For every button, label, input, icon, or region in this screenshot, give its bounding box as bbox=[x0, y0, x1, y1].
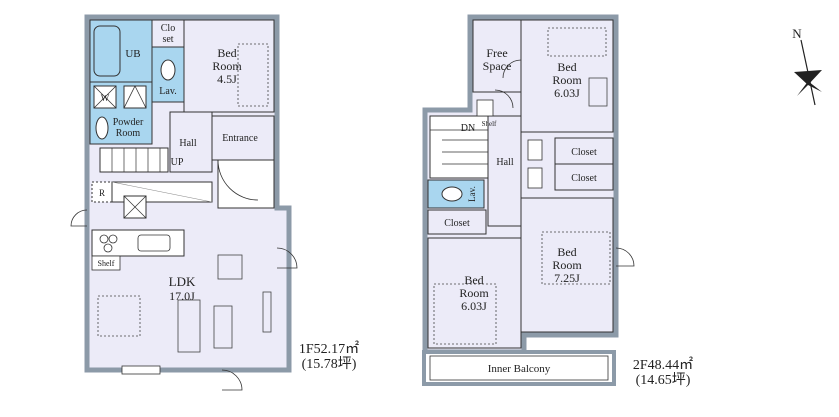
lav-2f-label: Lav. bbox=[467, 186, 477, 202]
shelf-1f-label: Shelf bbox=[98, 259, 115, 268]
powder-label-1: Powder bbox=[113, 117, 144, 128]
powder-label-2: Room bbox=[116, 128, 141, 139]
entrance-step bbox=[217, 159, 275, 209]
ldk-size: 17.0J bbox=[169, 289, 195, 303]
sink-icon bbox=[95, 116, 109, 140]
bed-s-label-1: Bed bbox=[464, 273, 483, 287]
lav-1f-label: Lav. bbox=[159, 86, 176, 97]
shelf-2f bbox=[476, 99, 494, 117]
closet-2f-b bbox=[554, 163, 614, 191]
bedroom-s bbox=[427, 237, 522, 349]
hall-1f bbox=[169, 111, 213, 173]
window-ldk bbox=[121, 365, 161, 375]
hall-2f-label: Hall bbox=[496, 157, 513, 168]
bedroom-1f-label-1: Bed bbox=[217, 46, 236, 60]
bedroom-e bbox=[520, 197, 614, 333]
dining-table bbox=[97, 295, 141, 337]
bed-icon bbox=[237, 43, 269, 107]
hall-2f bbox=[487, 115, 522, 227]
bed-ne-icon bbox=[547, 27, 607, 57]
toilet-2f-icon bbox=[441, 186, 463, 202]
free-space bbox=[472, 19, 522, 93]
closet-2f-a bbox=[554, 137, 614, 165]
up-label: UP bbox=[171, 157, 184, 168]
closet-b-label: Closet bbox=[571, 173, 597, 184]
closet-2f-c bbox=[427, 209, 487, 235]
dn-label: DN bbox=[461, 123, 475, 134]
floor1-area-sqm: 1F52.17㎡ bbox=[298, 342, 360, 357]
bedroom-ne bbox=[520, 19, 614, 133]
bed-ne-size: 6.03J bbox=[554, 86, 580, 100]
stairs-1f bbox=[99, 147, 169, 173]
floor-2: Free Space Bed Room 6.03J DN Shelf Hall … bbox=[422, 14, 635, 386]
shelf-2f-label: Shelf bbox=[482, 120, 497, 128]
floor1-area-tsubo: (15.78坪) bbox=[301, 357, 357, 372]
low-table bbox=[217, 254, 243, 280]
powder-cabinet bbox=[123, 85, 147, 109]
bed-e-label-2: Room bbox=[552, 258, 582, 272]
balcony-label: Inner Balcony bbox=[488, 363, 551, 375]
bed-s-label-2: Room bbox=[459, 286, 489, 300]
bed-ne-label-2: Room bbox=[552, 73, 582, 87]
closet-label-1: Clo bbox=[161, 23, 175, 34]
floor-1: UB Clo set Bed Room 4.5J Lav. W Powder R… bbox=[70, 14, 298, 391]
coffee-table bbox=[213, 305, 233, 349]
free-label-1: Free bbox=[486, 46, 507, 60]
closet-1f bbox=[151, 19, 185, 48]
toilet-icon bbox=[160, 59, 176, 81]
bedroom-1f-size: 4.5J bbox=[217, 72, 237, 86]
stove-icon bbox=[99, 234, 109, 244]
ub-label: UB bbox=[125, 48, 140, 60]
floor2-area-sqm: 2F48.44㎡ bbox=[632, 358, 694, 373]
free-label-2: Space bbox=[483, 59, 512, 73]
entrance-label: Entrance bbox=[222, 133, 258, 144]
floor2-area: 2F48.44㎡ (14.65坪) bbox=[616, 358, 710, 388]
bed-e-icon bbox=[541, 231, 611, 285]
closet-a-label: Closet bbox=[571, 147, 597, 158]
bathtub bbox=[93, 25, 121, 77]
bed-s-icon bbox=[433, 283, 497, 345]
compass-north-label: N bbox=[792, 26, 802, 41]
sofa bbox=[177, 299, 201, 353]
closet-c-label: Closet bbox=[444, 218, 470, 229]
bed-s-size: 6.03J bbox=[461, 299, 487, 313]
hall-1f-label: Hall bbox=[179, 138, 196, 149]
bed-e-size: 7.25J bbox=[554, 271, 580, 285]
bed-ne-label-1: Bed bbox=[557, 60, 576, 74]
floor1-area: 1F52.17㎡ (15.78坪) bbox=[284, 342, 374, 372]
w-label: W bbox=[101, 93, 110, 103]
r-label: R bbox=[99, 188, 105, 198]
tv-board bbox=[262, 291, 272, 333]
kitchen-sink bbox=[137, 234, 171, 252]
ldk-label: LDK bbox=[169, 274, 196, 289]
bed-e-label-1: Bed bbox=[557, 245, 576, 259]
entrance bbox=[211, 115, 275, 161]
closet-label-2: set bbox=[162, 34, 173, 45]
compass-icon: N bbox=[792, 26, 822, 106]
bedroom-1f bbox=[183, 19, 275, 113]
shelf-1f bbox=[91, 255, 121, 271]
bedroom-1f-label-2: Room bbox=[212, 59, 242, 73]
floor2-area-tsubo: (14.65坪) bbox=[635, 373, 691, 388]
stairs-2f bbox=[429, 115, 489, 179]
